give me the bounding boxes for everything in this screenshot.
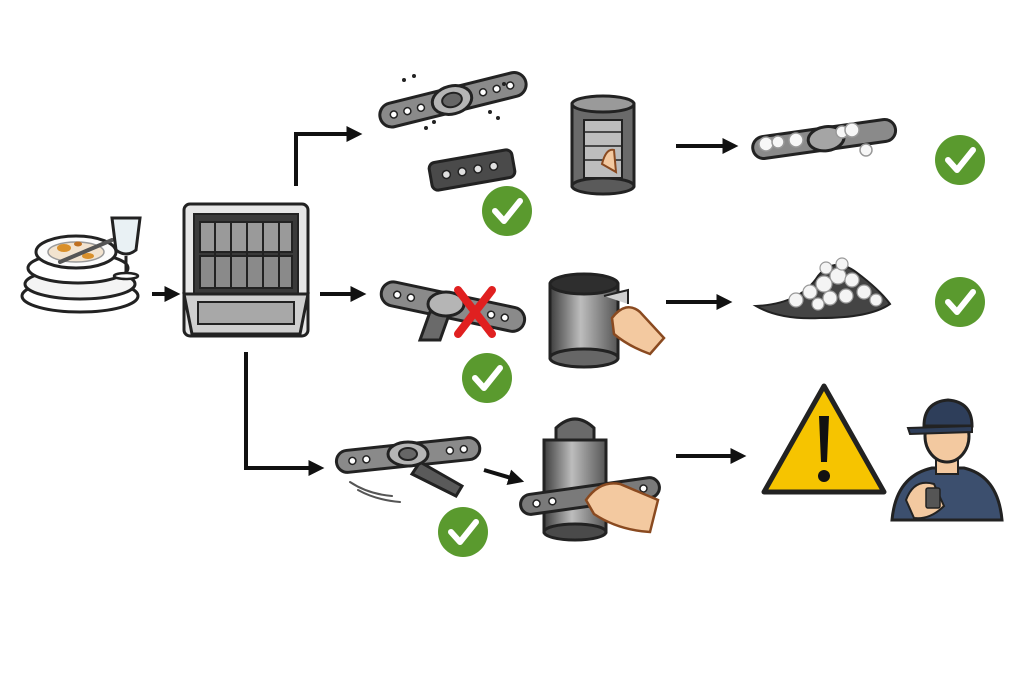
nozzle-piece-icon (427, 148, 517, 192)
sediment-pile-icon (752, 257, 892, 320)
arm-with-deposits-icon (751, 118, 898, 160)
flow-arrow (294, 126, 363, 186)
red-x-icon (454, 286, 496, 338)
dishwasher-icon (182, 202, 310, 338)
dirty-dishes-icon (20, 216, 142, 314)
hub-reinstall-icon (519, 417, 661, 542)
check-badge (482, 186, 532, 236)
check-badge (935, 277, 985, 327)
flow-arrow (483, 468, 525, 485)
cleaning-cup-icon (548, 272, 666, 369)
filter-cylinder-icon (570, 94, 636, 196)
spray-arm-blocked-icon (379, 280, 527, 342)
check-badge (935, 135, 985, 185)
technician-icon (890, 398, 1004, 522)
flow-arrow (244, 352, 325, 476)
warning-icon (761, 383, 887, 495)
check-badge (462, 353, 512, 403)
spray-arm-removed-icon (378, 71, 528, 130)
check-badge (438, 507, 488, 557)
spinning-spray-arm-icon (334, 436, 482, 503)
